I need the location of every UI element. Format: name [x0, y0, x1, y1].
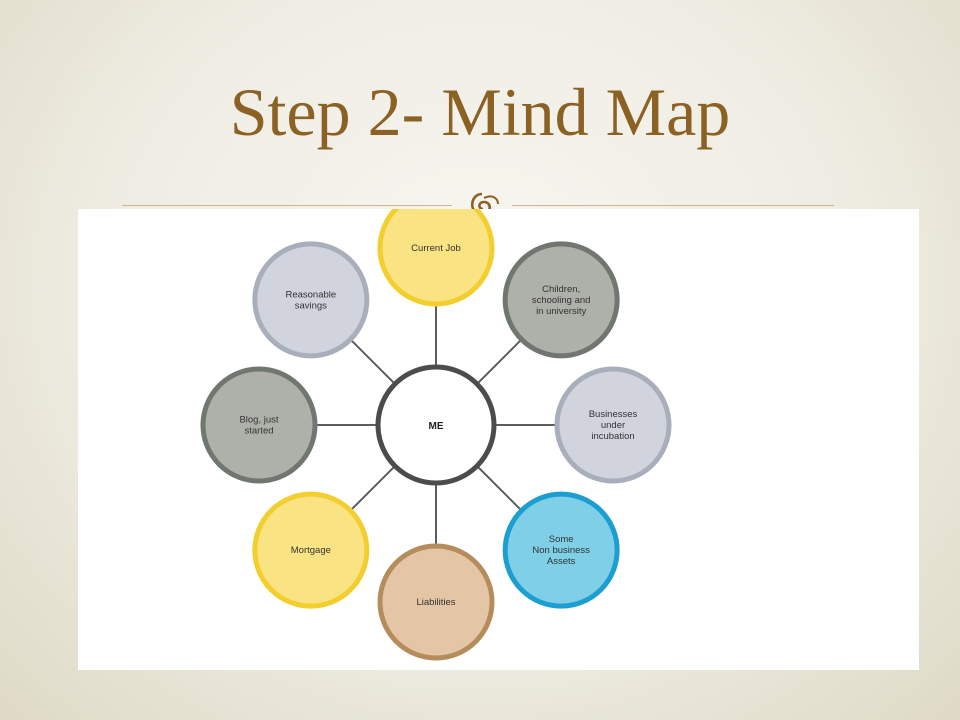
connector-savings — [349, 338, 396, 385]
node-mortgage: Mortgage — [252, 491, 370, 609]
node-label-businesses: Businesses — [589, 409, 638, 420]
node-circle-savings — [252, 241, 370, 359]
node-liabilities: Liabilities — [377, 543, 495, 661]
node-current-job: Current Job — [377, 189, 495, 307]
node-circle-current-job — [377, 189, 495, 307]
node-label-current-job: Current Job — [411, 243, 461, 254]
node-circle-liabilities — [377, 543, 495, 661]
node-label-businesses: incubation — [591, 431, 634, 442]
node-label-children: in university — [536, 306, 586, 317]
node-circle-non-business-assets — [502, 491, 620, 609]
node-label-savings: Reasonable — [285, 289, 336, 300]
node-label-children: schooling and — [532, 295, 591, 306]
node-label-liabilities: Liabilities — [416, 597, 455, 608]
connector-children — [476, 338, 523, 385]
node-label-non-business-assets: Non business — [532, 545, 590, 556]
node-label-non-business-assets: Assets — [547, 556, 576, 567]
title-divider-left — [122, 205, 452, 206]
connector-non-business-assets — [476, 465, 523, 512]
node-label-blog: Blog, just — [239, 415, 278, 426]
slide-title: Step 2- Mind Map — [229, 74, 731, 150]
node-circle-businesses — [554, 366, 672, 484]
connector-mortgage — [349, 465, 396, 512]
title-divider-right — [512, 205, 834, 206]
node-label-blog: started — [244, 426, 273, 437]
node-label-savings: savings — [295, 300, 327, 311]
node-label-non-business-assets: Some — [549, 534, 574, 545]
center-label: ME — [429, 421, 444, 432]
node-circle-children — [502, 241, 620, 359]
node-circle-blog — [200, 366, 318, 484]
node-label-children: Children, — [542, 284, 580, 295]
node-circle-mortgage — [252, 491, 370, 609]
node-label-mortgage: Mortgage — [291, 545, 331, 556]
center-node: ME — [375, 364, 497, 486]
center-circle — [375, 364, 497, 486]
node-label-businesses: under — [601, 420, 625, 431]
ornament-icon — [470, 192, 499, 216]
